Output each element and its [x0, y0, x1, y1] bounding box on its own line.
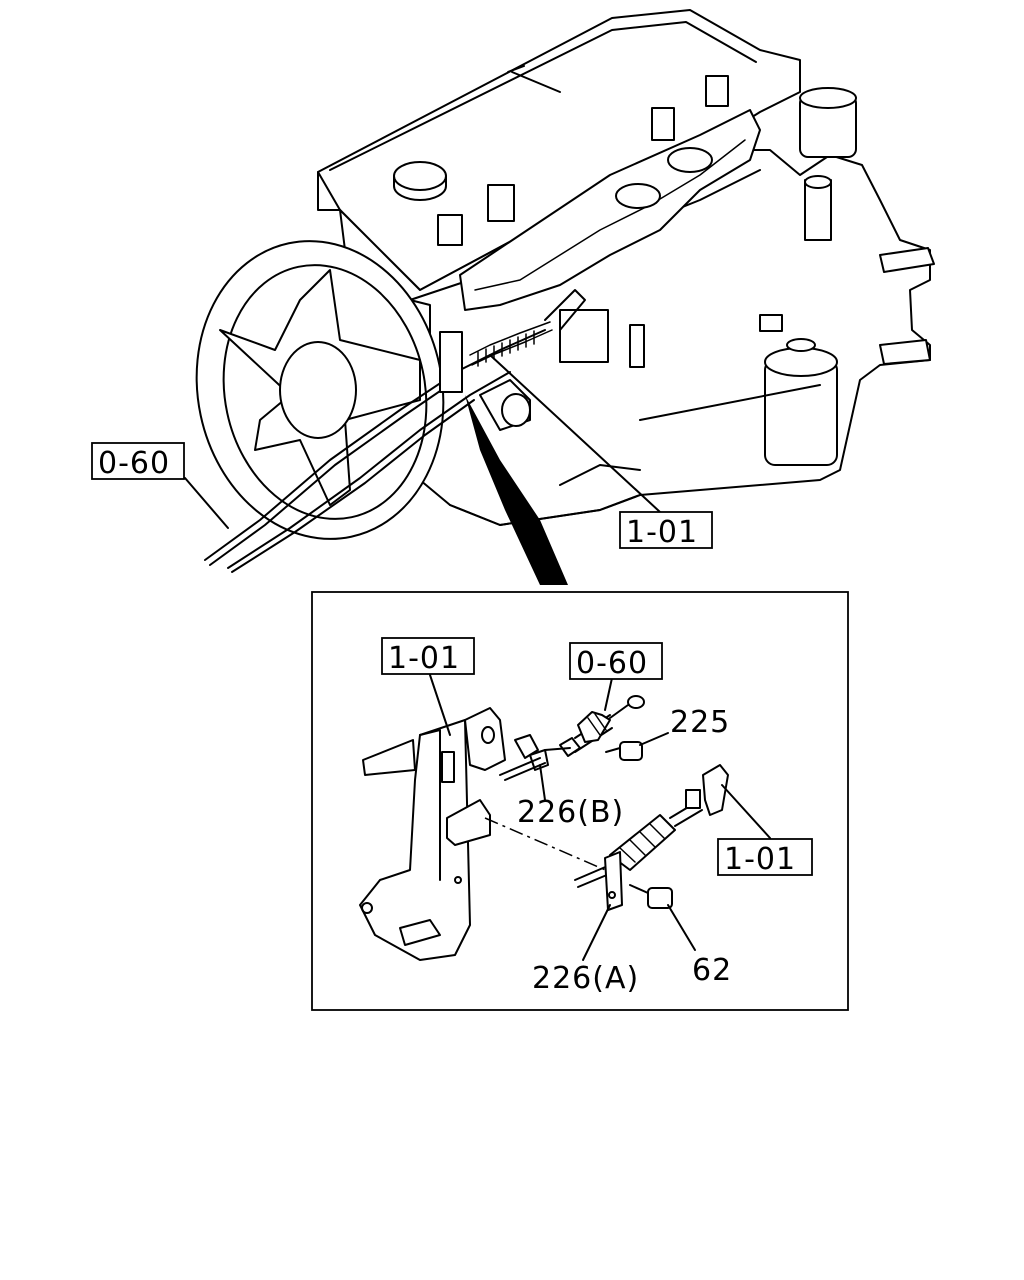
- leader-1-01-right: [721, 784, 771, 839]
- detail-inset-frame: [311, 591, 849, 1011]
- mounting-bracket: [359, 707, 506, 961]
- upper-cable-end: [559, 695, 645, 757]
- throttle-cables: [204, 289, 586, 573]
- leader-62: [667, 904, 696, 951]
- callout-225: 225: [670, 705, 730, 740]
- callout-62: 62: [692, 953, 732, 988]
- bolt-225: [605, 741, 643, 761]
- detail-leader-wedge: [465, 395, 568, 585]
- callout-1-01-right-text: 1-01: [724, 842, 796, 877]
- leader-0-60-top: [184, 477, 229, 529]
- cooling-fan: [195, 240, 445, 540]
- callout-0-60-inset-text: 0-60: [576, 646, 648, 681]
- callout-0-60-top: 0-60: [91, 442, 185, 481]
- leader-1-01-top: [489, 354, 661, 513]
- leader-1-01-bracket: [429, 674, 451, 736]
- engine-block: [317, 9, 935, 526]
- callout-1-01-bracket-text: 1-01: [388, 641, 460, 676]
- bolt-62: [629, 884, 673, 909]
- callout-1-01-bracket: 1-01: [381, 637, 475, 676]
- clip-226b: [499, 734, 571, 781]
- leader-0-60-inset: [604, 677, 613, 711]
- dashed-center-line: [484, 817, 611, 873]
- leader-226a: [582, 904, 611, 961]
- callout-1-01-top: 1-01: [619, 511, 713, 550]
- callout-1-01-right: 1-01: [717, 838, 813, 877]
- leader-225: [639, 732, 669, 746]
- callout-226a: 226(A): [532, 961, 639, 996]
- leader-226b: [539, 764, 546, 801]
- callout-1-01-top-text: 1-01: [626, 515, 698, 550]
- callout-226b: 226(B): [517, 795, 624, 830]
- callout-0-60-top-text: 0-60: [98, 446, 170, 481]
- callout-0-60-inset: 0-60: [569, 642, 663, 681]
- lower-cable-end: [574, 764, 729, 911]
